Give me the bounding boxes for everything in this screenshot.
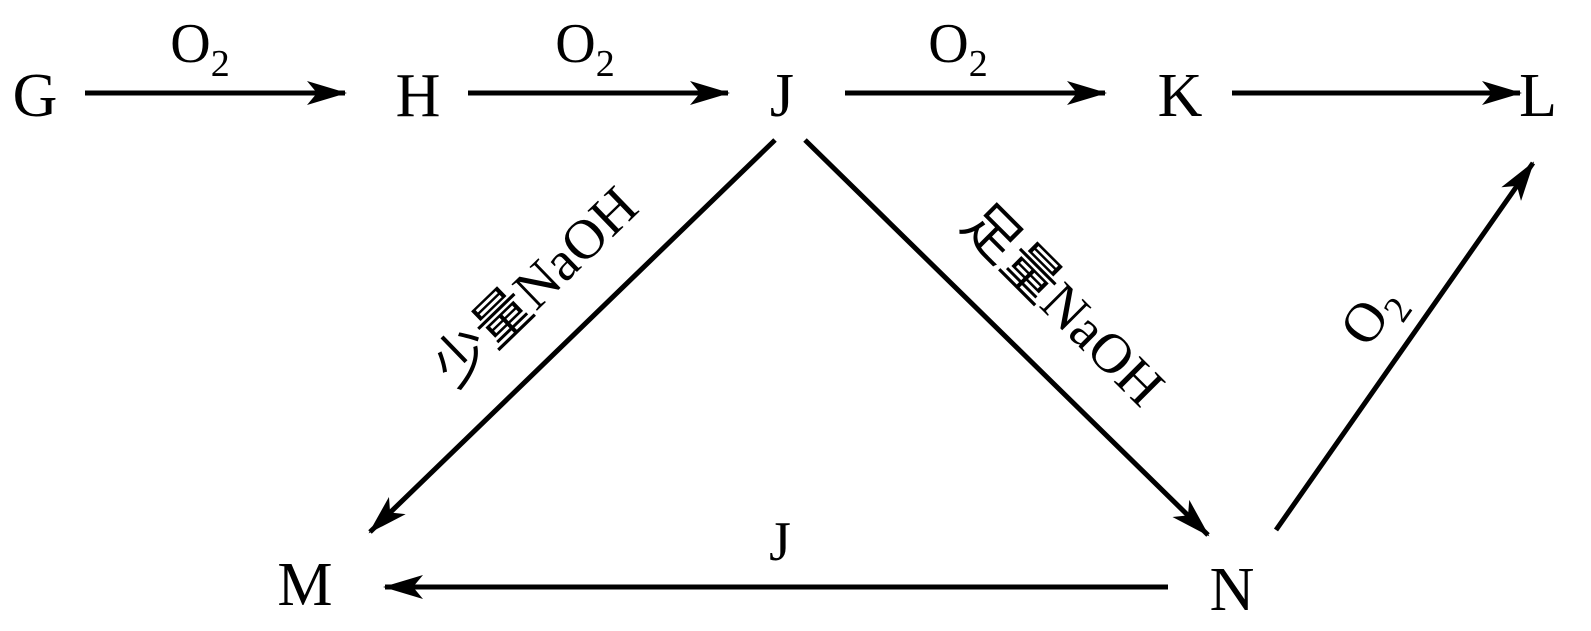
label-j-m: 少量NaOH	[421, 175, 650, 399]
arrow-j-n	[803, 138, 1210, 537]
node-k: K	[1158, 62, 1203, 130]
label-g-h: O2	[170, 13, 229, 85]
label-j-n: 足量NaOH	[950, 192, 1176, 418]
node-g: G	[13, 62, 58, 130]
node-j: J	[770, 62, 794, 130]
node-h: H	[396, 62, 441, 130]
label-n-l: O2	[1328, 273, 1421, 363]
label-n-m: J	[769, 511, 791, 573]
label-j-k: O2	[928, 13, 987, 85]
node-m: M	[277, 551, 332, 619]
arrow-n-l	[1273, 161, 1536, 532]
node-l: L	[1519, 62, 1557, 130]
arrow-j-m	[368, 138, 777, 534]
label-h-j: O2	[555, 13, 614, 85]
node-n: N	[1210, 556, 1255, 624]
